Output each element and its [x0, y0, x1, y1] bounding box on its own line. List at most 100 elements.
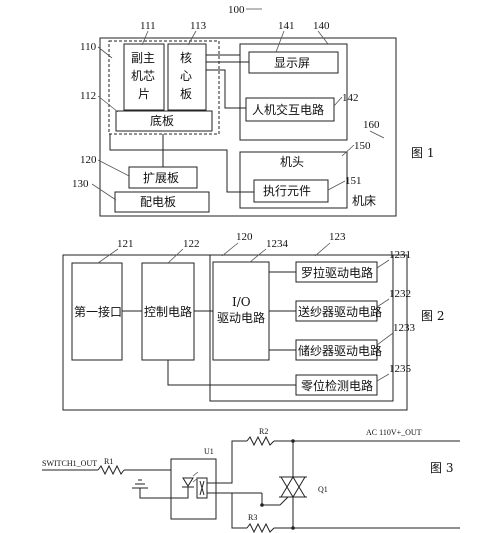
r1-resistor — [97, 464, 125, 476]
first-port-box — [71, 262, 123, 361]
expansion-board-label: 扩展板 — [143, 171, 179, 185]
triac-driver-mark — [199, 480, 205, 496]
figure-2: 第一接口 控制电路 I/O 驱动电路 罗拉驱动电路 送纱器驱动电路 储纱器驱动电… — [62, 231, 444, 411]
ref-1235-leader — [376, 373, 390, 382]
ref-1232: 1232 — [389, 288, 411, 300]
sub-chip-box — [123, 43, 165, 111]
figure-3-caption: 图 3 — [430, 461, 453, 475]
link-control-d4 — [167, 360, 296, 386]
drive-1-label: 罗拉驱动电路 — [301, 265, 373, 280]
ref-1233: 1233 — [393, 322, 416, 334]
wire-led-ground — [139, 487, 189, 499]
core-board-label-1: 核 — [180, 51, 192, 65]
figure-1: 100 副主 机芯 片 核 心 板 底板 显示屏 人机交互电路 机头 执行元 — [72, 4, 434, 217]
hmi-label: 人机交互电路 — [252, 102, 324, 117]
ref-140: 140 — [313, 20, 330, 32]
q1-triangles — [280, 476, 306, 498]
ref-151-leader — [327, 180, 346, 191]
ref-130-leader — [91, 183, 117, 201]
ref-1233-leader — [376, 332, 394, 346]
core-board-label-2: 心 — [180, 69, 192, 83]
ref-130: 130 — [72, 178, 89, 190]
ref-113: 113 — [190, 20, 207, 32]
sub-chip-label-3: 片 — [138, 87, 150, 101]
drive-4-label: 零位检测电路 — [301, 378, 373, 393]
ref-100: 100 — [228, 4, 245, 16]
first-port-label: 第一接口 — [74, 304, 122, 319]
optocoupler-u1 — [170, 458, 217, 520]
control-circuit-label: 控制电路 — [144, 304, 192, 319]
ref-1234: 1234 — [266, 238, 289, 250]
ref-160-leader — [369, 130, 385, 139]
ref-1232-leader — [376, 298, 390, 308]
figure-3: SWITCH1_OUT R1 U1 R2 AC 110V+_OUT R3 — [42, 427, 460, 533]
switch-out-label: SWITCH1_OUT — [42, 459, 97, 468]
ref-122-leader — [167, 248, 184, 264]
power-board-box — [114, 191, 210, 213]
figure-1-caption: 图 1 — [411, 146, 434, 160]
core-board-dashed-frame — [108, 40, 220, 135]
core-board-label-3: 板 — [180, 87, 192, 101]
bed-label: 机床 — [352, 194, 376, 208]
actuator-box — [253, 179, 329, 203]
ref-112-leader — [97, 95, 119, 113]
ac-out-label: AC 110V+_OUT — [366, 428, 422, 437]
q1-label: Q1 — [318, 485, 328, 494]
ref-1231: 1231 — [389, 249, 411, 261]
ref-121-leader — [97, 248, 119, 264]
ref-1235: 1235 — [389, 363, 412, 375]
junction-bottom — [291, 526, 295, 530]
ref-142-leader — [333, 96, 343, 107]
ref-123-leader — [314, 242, 331, 257]
figure-2-caption: 图 2 — [421, 309, 444, 323]
q1-gate — [262, 496, 289, 506]
sub-chip-label-1: 副主 — [131, 51, 155, 65]
led-triangle — [182, 477, 194, 487]
junction-top — [291, 439, 295, 443]
wire-u1-r3 — [207, 492, 247, 529]
drive-3-label: 储纱器驱动电路 — [298, 343, 382, 358]
u1-label: U1 — [204, 447, 214, 456]
ref-142: 142 — [342, 92, 359, 104]
junction-gate — [260, 503, 264, 507]
ref-141: 141 — [278, 20, 295, 32]
opto-light-arrows — [192, 471, 199, 483]
core-board-box — [167, 43, 207, 111]
power-board-label: 配电板 — [140, 195, 176, 209]
ref-140-leader — [317, 30, 329, 45]
r3-label: R3 — [248, 513, 257, 522]
ground-symbol — [132, 479, 148, 489]
io-label-1: I/O — [232, 295, 251, 309]
hmi-box — [245, 97, 335, 122]
head-label: 机头 — [280, 155, 304, 169]
ref-120: 120 — [80, 154, 97, 166]
io-label-2: 驱动电路 — [217, 310, 265, 325]
r1-label: R1 — [104, 457, 113, 466]
ref-121: 121 — [117, 238, 134, 250]
ref-151: 151 — [345, 175, 362, 187]
ref-150-leader — [341, 144, 355, 157]
ref-122: 122 — [183, 238, 200, 250]
link-core-hmi — [206, 69, 246, 109]
ref-111: 111 — [140, 20, 156, 32]
drive-2-label: 送纱器驱动电路 — [298, 304, 382, 319]
ref-120-leader — [97, 159, 130, 177]
wire-u1-r2 — [207, 440, 247, 484]
ref-150: 150 — [354, 140, 371, 152]
r2-label: R2 — [259, 427, 268, 436]
sub-chip-label-2: 机芯 — [131, 69, 155, 83]
ref-1231-leader — [376, 259, 390, 269]
ref-110-leader — [97, 46, 113, 59]
display-label: 显示屏 — [274, 56, 310, 70]
base-board-box — [115, 110, 213, 132]
fig2-ref-120: 120 — [236, 231, 253, 243]
ref-112: 112 — [80, 90, 96, 102]
fig2-ref-120-leader — [221, 242, 239, 257]
ref-141-leader — [275, 30, 285, 53]
link-core-actuator — [109, 134, 254, 193]
ref-160: 160 — [363, 119, 380, 131]
ref-123: 123 — [329, 231, 346, 243]
io-drive-box — [212, 261, 270, 361]
ref-113-leader — [187, 30, 197, 46]
